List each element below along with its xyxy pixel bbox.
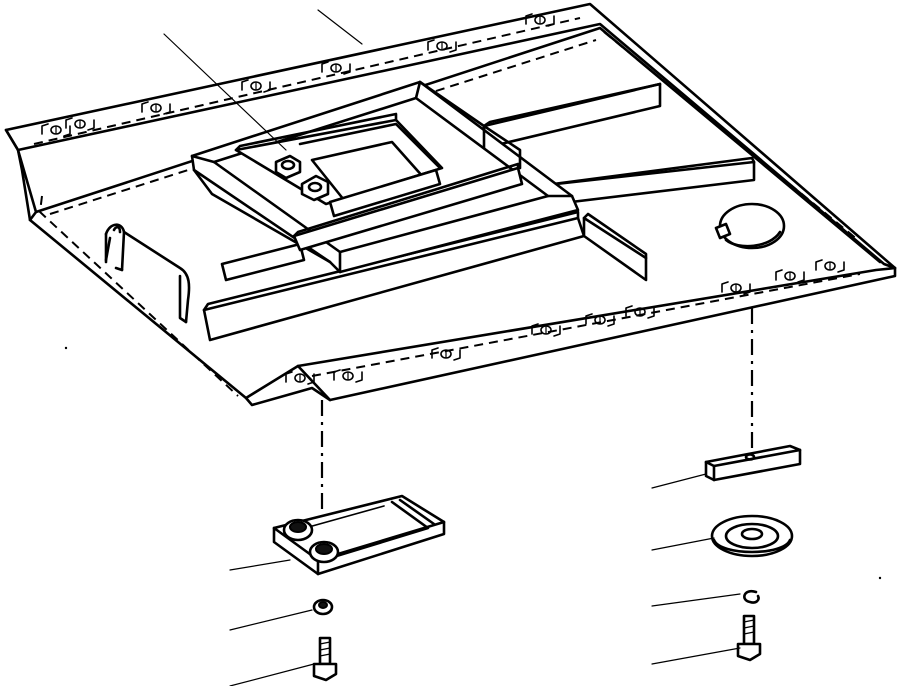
cross-bar: [292, 166, 524, 252]
slot-mark: [321, 61, 351, 75]
slot-mark: [585, 313, 615, 327]
plate-back-lip: [16, 22, 897, 270]
seam-right: [603, 31, 859, 241]
leader-7: [651, 537, 715, 551]
leader-2: [163, 33, 287, 151]
slot-mark: [41, 123, 71, 137]
leader-9: [651, 647, 741, 665]
leader-5: [229, 663, 315, 686]
inner-bar: [328, 168, 442, 218]
plate-front-flange: [244, 266, 897, 400]
slot-mark: [333, 369, 363, 383]
leader-6: [651, 473, 707, 489]
frame-nut-1: [274, 154, 302, 180]
bolt-left: [312, 636, 338, 682]
seam-back: [33, 17, 581, 145]
grommet-2: [308, 540, 340, 564]
slot-mark: [531, 323, 561, 337]
slot-mark: [721, 281, 751, 295]
frame-members: [104, 80, 786, 342]
slot-mark: [775, 269, 805, 283]
plate-left-flange: [4, 128, 38, 222]
slot-mark: [141, 101, 171, 115]
bolt-right: [736, 614, 762, 662]
seam-front: [311, 273, 861, 377]
slot-marks: [41, 13, 845, 385]
frame-nut-2: [300, 174, 330, 202]
slot-mark: [65, 117, 95, 131]
leader-4: [229, 609, 313, 631]
slot-mark: [625, 305, 655, 319]
round-hole: [714, 202, 786, 250]
rail-short: [220, 242, 306, 282]
rib-right: [582, 216, 648, 282]
slot-mark: [285, 371, 315, 385]
slot-mark: [427, 39, 457, 53]
clip-ring: [743, 589, 760, 604]
slot-mark: [431, 347, 461, 361]
disc-washer: [710, 514, 794, 558]
leader-lines: [163, 9, 741, 686]
slot-mark: [815, 259, 845, 273]
slot-mark: [241, 79, 271, 93]
mount-bracket: [272, 494, 446, 576]
leader-3: [229, 559, 291, 571]
seam-left: [38, 195, 239, 397]
plate-front-fold: [296, 364, 332, 402]
washer-left: [312, 598, 334, 616]
u-handle: [104, 223, 191, 324]
rubber-pad: [704, 444, 802, 482]
grommet-1: [282, 518, 314, 542]
slot-mark: [525, 13, 555, 27]
leader-1: [317, 9, 363, 45]
leader-8: [651, 593, 741, 607]
